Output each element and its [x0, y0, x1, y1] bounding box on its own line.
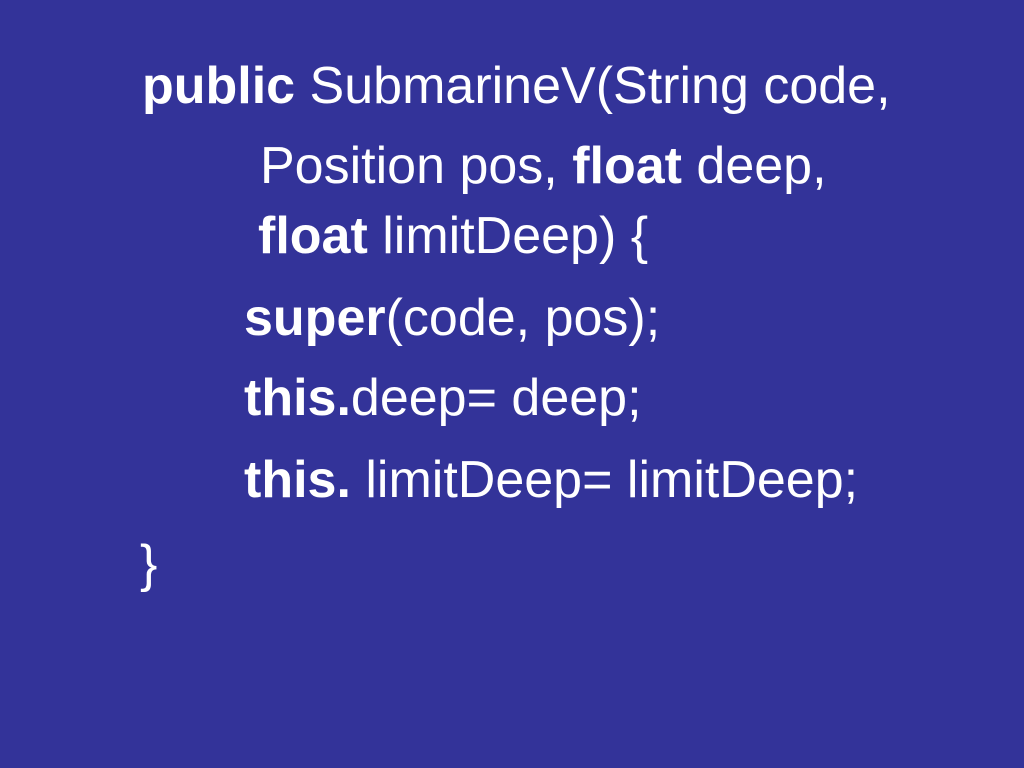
code-text: deep, — [681, 137, 827, 195]
code-text: (code, pos); — [385, 289, 661, 347]
code-text: SubmarineV(String code, — [295, 57, 891, 115]
keyword-super: super — [244, 289, 386, 347]
code-line-constructor-signature: public SubmarineV(String code, — [142, 56, 891, 116]
keyword-public: public — [142, 57, 296, 115]
code-line-params-2: float limitDeep) { — [258, 206, 648, 266]
keyword-float: float — [572, 137, 682, 195]
code-text: Position pos, — [260, 137, 573, 195]
code-line-assign-deep: this.deep= deep; — [244, 368, 642, 428]
keyword-float: float — [258, 207, 368, 265]
keyword-this: this. — [244, 369, 351, 427]
keyword-this: this. — [244, 451, 351, 509]
code-line-super-call: super(code, pos); — [244, 288, 660, 348]
closing-brace: } — [140, 535, 158, 593]
code-text: limitDeep) { — [367, 207, 649, 265]
code-line-closing-brace: } — [140, 534, 157, 594]
code-line-assign-limit-deep: this. limitDeep= limitDeep; — [244, 450, 858, 510]
code-line-params-1: Position pos, float deep, — [260, 136, 827, 196]
code-text: limitDeep= limitDeep; — [350, 451, 859, 509]
code-text: deep= deep; — [350, 369, 642, 427]
